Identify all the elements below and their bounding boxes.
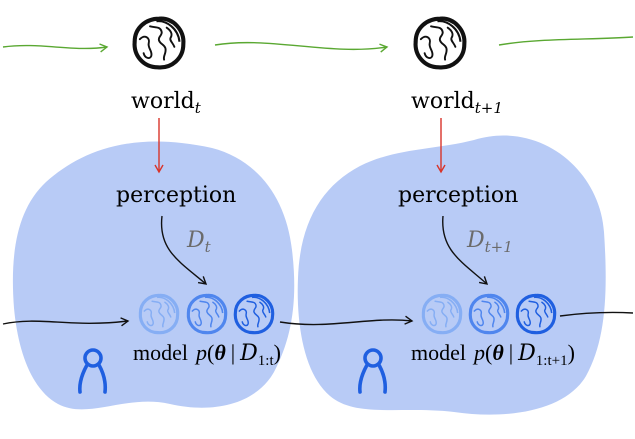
time-arrow-in [2, 43, 109, 53]
time-arrow-out [498, 36, 634, 46]
data-label: Dt [186, 228, 212, 256]
model-update-arrow-in [2, 317, 130, 327]
perception-label: perception [116, 183, 236, 208]
model-update-arrow-between [279, 315, 414, 326]
person-icon [358, 348, 388, 394]
agent-blob [297, 135, 606, 415]
data-arrow [442, 215, 489, 285]
perception-label: perception [398, 183, 518, 208]
world-label: worldt [131, 89, 202, 117]
world-label: worldt+1 [411, 89, 503, 117]
data-arrow [160, 215, 208, 285]
globe-icon [135, 19, 184, 68]
agent-blob [12, 141, 295, 410]
globe-icon [416, 19, 465, 68]
data-label: Dt+1 [466, 228, 513, 256]
person-icon [78, 348, 108, 394]
time-arrow-between [214, 41, 389, 53]
model-update-arrow-out [559, 311, 634, 317]
